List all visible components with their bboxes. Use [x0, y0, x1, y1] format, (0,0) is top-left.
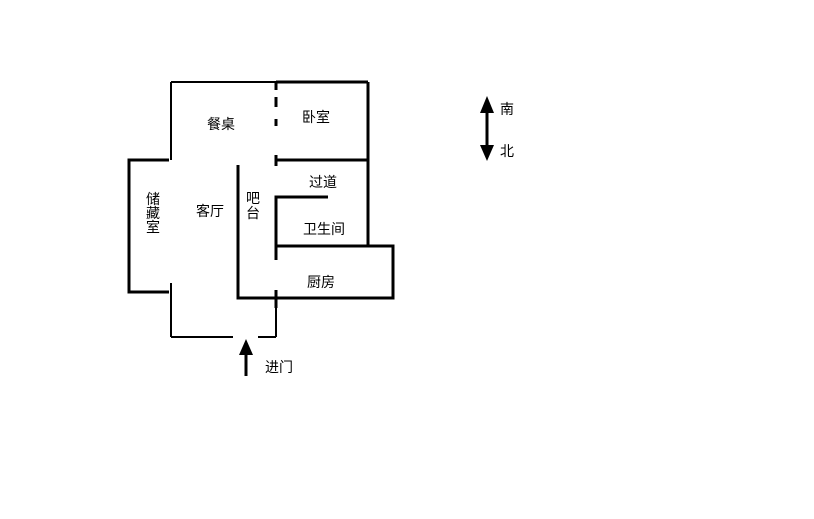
room-label-corridor: 过道 [309, 175, 337, 191]
compass: 南 北 [480, 96, 514, 161]
room-label-bedroom: 卧室 [302, 109, 330, 126]
room-label-kitchen: 厨房 [307, 275, 335, 291]
thin-walls [170, 81, 277, 338]
room-label-dining: 餐桌 [207, 117, 235, 133]
thick-walls [127, 80, 395, 308]
room-label-bathroom: 卫生间 [303, 222, 345, 238]
compass-south-arrow-icon [480, 96, 494, 113]
compass-north-label: 北 [500, 144, 514, 160]
entrance-marker: 进门 [239, 339, 293, 376]
compass-north-arrow-icon [480, 145, 494, 161]
room-label-storage: 储藏室 [146, 192, 160, 236]
entrance-arrow-icon [239, 339, 253, 355]
room-label-living: 客厅 [196, 203, 224, 220]
room-label-bar: 吧台 [246, 191, 260, 222]
room-labels: 餐桌 卧室 过道 客厅 卫生间 厨房 吧台 储藏室 [146, 109, 345, 291]
entrance-label: 进门 [265, 360, 293, 376]
compass-south-label: 南 [500, 102, 514, 118]
